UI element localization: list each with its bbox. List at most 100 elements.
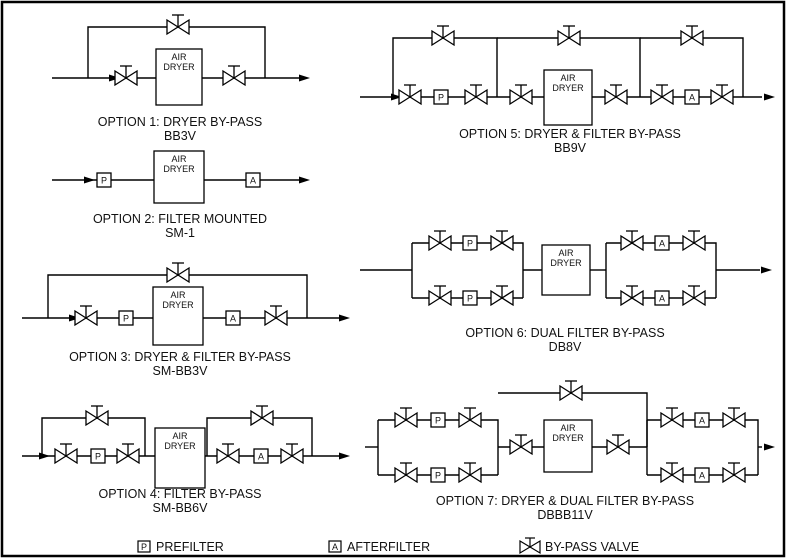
- opt6-outlet-arrow: [761, 266, 772, 274]
- svg-text:DRYER: DRYER: [162, 300, 194, 310]
- svg-text:A: A: [689, 93, 695, 103]
- svg-text:AIR: AIR: [560, 423, 576, 433]
- opt7-prefilter-top: P: [430, 412, 446, 428]
- opt7-valve-dryer-out: [606, 434, 630, 456]
- opt5-valve-dryer-in: [509, 84, 533, 106]
- opt1-outlet-arrow: [299, 74, 310, 82]
- opt7-afterfilter-bottom: A: [694, 467, 710, 483]
- opt2-inlet-arrow: [84, 176, 95, 184]
- opt5-valve-after-in: [650, 84, 674, 106]
- opt2-prefilter: P: [96, 172, 112, 188]
- opt5-outlet-arrow: [764, 93, 775, 101]
- opt4-valve-after-bypass: [250, 405, 274, 427]
- option-5-title: OPTION 5: DRYER & FILTER BY-PASS: [459, 127, 681, 141]
- opt6-valve-pre-bot-in: [428, 285, 452, 307]
- option-1-title: OPTION 1: DRYER BY-PASS: [98, 115, 262, 129]
- svg-text:DRYER: DRYER: [550, 258, 582, 268]
- svg-text:AIR: AIR: [171, 154, 187, 164]
- svg-text:DRYER: DRYER: [163, 164, 195, 174]
- svg-text:A: A: [258, 452, 264, 462]
- svg-text:A: A: [230, 314, 236, 324]
- opt6-valve-pre-top-in: [428, 230, 452, 252]
- opt3-valve-outlet: [264, 305, 288, 327]
- svg-text:P: P: [438, 93, 444, 103]
- legend-bypass-valve-label: BY-PASS VALVE: [545, 540, 639, 554]
- opt5-valve-pre-in: [398, 84, 422, 106]
- option-7-code: DBBB11V: [537, 508, 593, 522]
- opt7-valve-after-bot-in: [660, 462, 684, 484]
- svg-text:AIR: AIR: [560, 73, 576, 83]
- opt6-afterfilter-bottom: A: [654, 290, 670, 306]
- opt7-valve-after-bot-out: [722, 462, 746, 484]
- opt7-valve-after-top-out: [722, 407, 746, 429]
- svg-text:A: A: [699, 416, 705, 426]
- opt3-outlet-arrow: [339, 314, 350, 322]
- opt5-afterfilter: A: [684, 89, 700, 105]
- option-3-code: SM-BB3V: [153, 364, 209, 378]
- opt3-valve-bypass: [166, 262, 190, 284]
- legend: P PREFILTER A AFTERFILTER BY-PASS VALVE: [137, 537, 639, 555]
- option-2-title: OPTION 2: FILTER MOUNTED: [93, 212, 267, 226]
- svg-text:DRYER: DRYER: [552, 433, 584, 443]
- option-6-title: OPTION 6: DUAL FILTER BY-PASS: [465, 326, 664, 340]
- opt2-outlet-arrow: [299, 176, 310, 184]
- svg-text:P: P: [435, 471, 441, 481]
- opt3-afterfilter: A: [225, 310, 241, 326]
- opt7-valve-pre-top-in: [394, 407, 418, 429]
- svg-text:AIR: AIR: [172, 431, 188, 441]
- svg-text:P: P: [123, 314, 129, 324]
- svg-text:A: A: [699, 471, 705, 481]
- opt7-valve-dryer-in: [509, 434, 533, 456]
- option-6-code: DB8V: [549, 340, 582, 354]
- opt6-valve-after-top-in: [620, 230, 644, 252]
- opt4-valve-pre-bypass: [85, 405, 109, 427]
- opt1-valve-bypass: [166, 14, 190, 36]
- svg-text:A: A: [659, 294, 665, 304]
- svg-text:AIR: AIR: [170, 290, 186, 300]
- svg-text:A: A: [659, 239, 665, 249]
- opt6-valve-pre-top-out: [490, 230, 514, 252]
- svg-text:P: P: [101, 176, 107, 186]
- option-4-title: OPTION 4: FILTER BY-PASS: [98, 487, 261, 501]
- opt4-prefilter: P: [90, 448, 106, 464]
- svg-text:P: P: [435, 416, 441, 426]
- opt7-valve-pre-top-out: [458, 407, 482, 429]
- opt5-valve-after-out: [710, 84, 734, 106]
- opt4-valve-pre-out: [116, 443, 140, 465]
- opt6-valve-after-bot-out: [682, 285, 706, 307]
- opt6-valve-pre-bot-out: [490, 285, 514, 307]
- opt3-valve-inlet: [74, 305, 98, 327]
- svg-text:A: A: [250, 176, 256, 186]
- opt5-valve-after-bypass: [680, 25, 704, 47]
- svg-text:DRYER: DRYER: [163, 62, 195, 72]
- opt7-afterfilter-top: A: [694, 412, 710, 428]
- opt4-outlet-arrow: [339, 452, 350, 460]
- opt6-prefilter-top: P: [462, 235, 478, 251]
- opt7-valve-after-top-in: [660, 407, 684, 429]
- opt6-prefilter-bottom: P: [462, 290, 478, 306]
- svg-text:P: P: [467, 294, 473, 304]
- opt2-afterfilter: A: [245, 172, 261, 188]
- opt4-afterfilter: A: [253, 448, 269, 464]
- legend-prefilter-symbol: P: [141, 542, 147, 552]
- option-4-code: SM-BB6V: [153, 501, 209, 515]
- opt6-valve-after-bot-in: [620, 285, 644, 307]
- legend-afterfilter-box: [328, 540, 342, 553]
- opt3-prefilter: P: [118, 310, 134, 326]
- option-1-code: BB3V: [164, 129, 197, 143]
- opt4-inlet-arrow: [39, 452, 50, 460]
- option-3-title: OPTION 3: DRYER & FILTER BY-PASS: [69, 350, 291, 364]
- opt5-valve-dryer-out: [604, 84, 628, 106]
- opt4-valve-after-in: [216, 443, 240, 465]
- opt5-valve-pre-bypass: [431, 25, 455, 47]
- svg-text:P: P: [467, 239, 473, 249]
- opt1-valve-outlet: [222, 65, 246, 87]
- option-5-code: BB9V: [554, 141, 587, 155]
- opt5-valve-pre-out: [464, 84, 488, 106]
- legend-afterfilter-symbol: A: [332, 542, 338, 552]
